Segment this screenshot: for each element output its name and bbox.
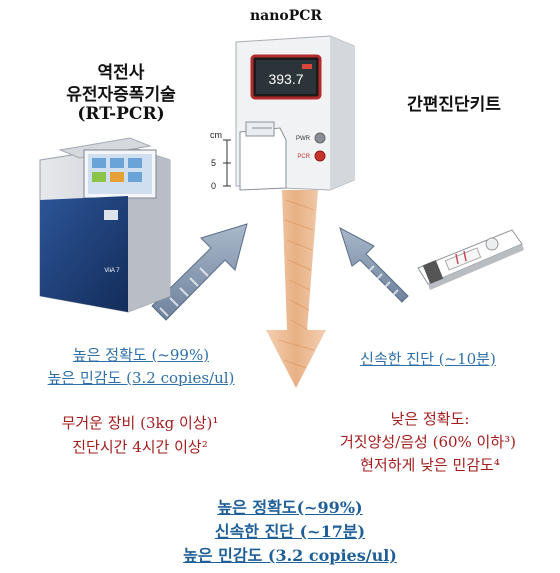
rtpcr-title-line3: (RT-PCR)	[77, 104, 165, 124]
rtpcr-pro-accuracy: 높은 정확도 (~99%)	[72, 346, 210, 364]
kit-con-false-results: 거짓양성/음성 (60% 이하³)	[339, 433, 517, 451]
pwr-label: PWR	[296, 136, 311, 142]
result-accuracy: 높은 정확도(~99%)	[217, 498, 363, 517]
rtpcr-title-line2: 유전자증폭기술	[66, 85, 176, 105]
rtpcr-model-label: ViiA 7	[104, 268, 120, 274]
test-kit-illustration	[417, 229, 524, 290]
scale-zero: 0	[211, 181, 216, 191]
kit-con-accuracy: 낮은 정확도:	[390, 410, 470, 428]
rtpcr-pro-sensitivity: 높은 민감도 (3.2 copies/ul)	[47, 369, 235, 387]
kit-pro-speed: 신속한 진단 (~10분)	[360, 350, 496, 368]
rtpcr-title-line1: 역전사	[97, 63, 145, 83]
rtpcr-device-illustration: ViiA 7	[39, 137, 171, 313]
scale-unit: cm	[210, 130, 222, 140]
down-arrow	[266, 190, 326, 388]
pcr-label: PCR	[297, 154, 310, 160]
rtpcr-con-weight: 무거운 장비 (3kg 이상)¹	[61, 414, 219, 432]
right-arrow	[339, 226, 409, 303]
nanopcr-display-value: 393.7	[268, 71, 303, 87]
nanopcr-device-illustration: 393.7 PWR PCR cm 5 0	[210, 35, 355, 191]
scale-five: 5	[211, 158, 216, 168]
kit-title: 간편진단키트	[407, 95, 501, 115]
kit-con-sensitivity: 현저하게 낮은 민감도⁴	[360, 456, 500, 474]
nanopcr-title: nanoPCR	[249, 8, 323, 24]
result-speed: 신속한 진단 (~17분)	[214, 522, 366, 541]
result-sensitivity: 높은 민감도 (3.2 copies/ul)	[183, 546, 397, 565]
left-arrow	[151, 223, 248, 321]
rtpcr-con-time: 진단시간 4시간 이상²	[72, 438, 208, 456]
